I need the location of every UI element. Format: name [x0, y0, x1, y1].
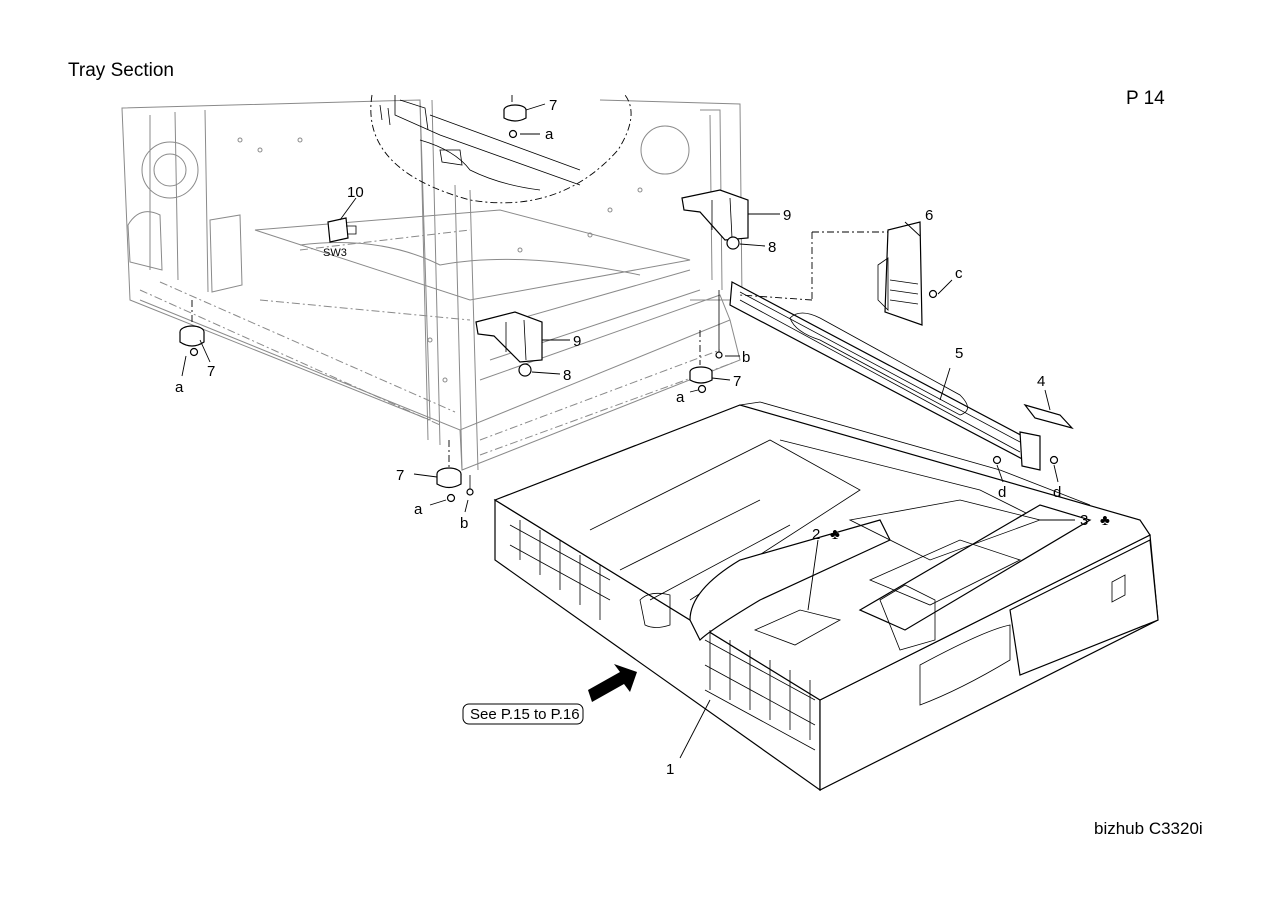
reference-arrow — [462, 664, 637, 725]
callout-10: 10 — [347, 184, 364, 201]
drawer-rail — [729, 281, 1041, 471]
callout-b-bottom: b — [460, 515, 468, 532]
page-number: P 14 — [1126, 88, 1165, 109]
callout-8-left: 8 — [563, 367, 571, 384]
callout-c: c — [955, 265, 963, 282]
callout-3-club: ♣ — [1100, 512, 1110, 529]
callout-a-top: a — [545, 126, 554, 143]
detail-callout-circle — [370, 94, 632, 204]
small-plate-part — [1023, 403, 1074, 430]
callout-2-club: ♣ — [830, 526, 840, 543]
callout-7-left: 7 — [207, 363, 215, 380]
callout-d-left: d — [998, 484, 1006, 501]
callout-a-left: a — [175, 379, 184, 396]
foot-roller-parts — [179, 104, 713, 489]
callout-5: 5 — [955, 345, 963, 362]
callout-9-left: 9 — [573, 333, 581, 350]
callout-7-bottom: 7 — [396, 467, 404, 484]
main-body-frame-ghost — [121, 99, 743, 471]
callout-b-right: b — [742, 349, 750, 366]
callout-sw3: SW3 — [323, 247, 347, 259]
hinge-assemblies — [475, 189, 749, 377]
leader-lines — [181, 103, 1075, 759]
callout-1: 1 — [666, 761, 674, 778]
callout-a-bottom: a — [414, 501, 423, 518]
callout-a-right: a — [676, 389, 685, 406]
callout-8-right: 8 — [768, 239, 776, 256]
callout-9-right: 9 — [783, 207, 791, 224]
bracket-part — [739, 221, 923, 326]
paper-tray — [493, 401, 1159, 792]
reference-label: See P.15 to P.16 — [470, 706, 580, 723]
screws — [189, 95, 1059, 503]
model-name: bizhub C3320i — [1094, 819, 1203, 838]
section-title: Tray Section — [68, 60, 174, 81]
callout-7-top: 7 — [549, 97, 557, 114]
callout-3: 3 — [1080, 512, 1088, 529]
callout-d-right: d — [1053, 484, 1061, 501]
callout-2: 2 — [812, 526, 820, 543]
callout-4: 4 — [1037, 373, 1045, 390]
callout-6: 6 — [925, 207, 933, 224]
callout-7-right: 7 — [733, 373, 741, 390]
